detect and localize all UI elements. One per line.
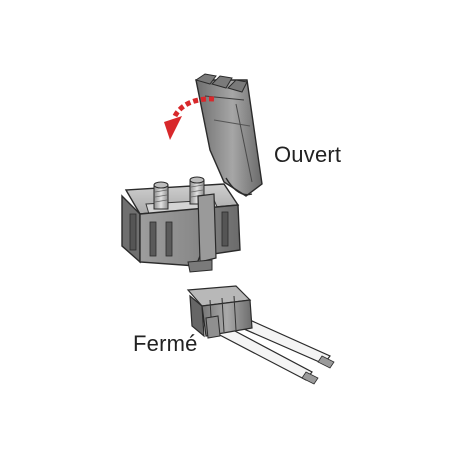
rotation-arrow-icon (164, 96, 215, 140)
label-closed: Fermé (133, 331, 198, 356)
connector-box-front (121, 193, 241, 273)
open-connector (121, 73, 263, 273)
connector-lid (194, 73, 263, 197)
closed-connector (186, 285, 335, 385)
closed-body-front (189, 294, 205, 338)
closed-clip (205, 315, 221, 339)
terminal-screw-left (153, 181, 169, 210)
wire-pair (213, 311, 335, 385)
label-open: Ouvert (274, 142, 342, 167)
